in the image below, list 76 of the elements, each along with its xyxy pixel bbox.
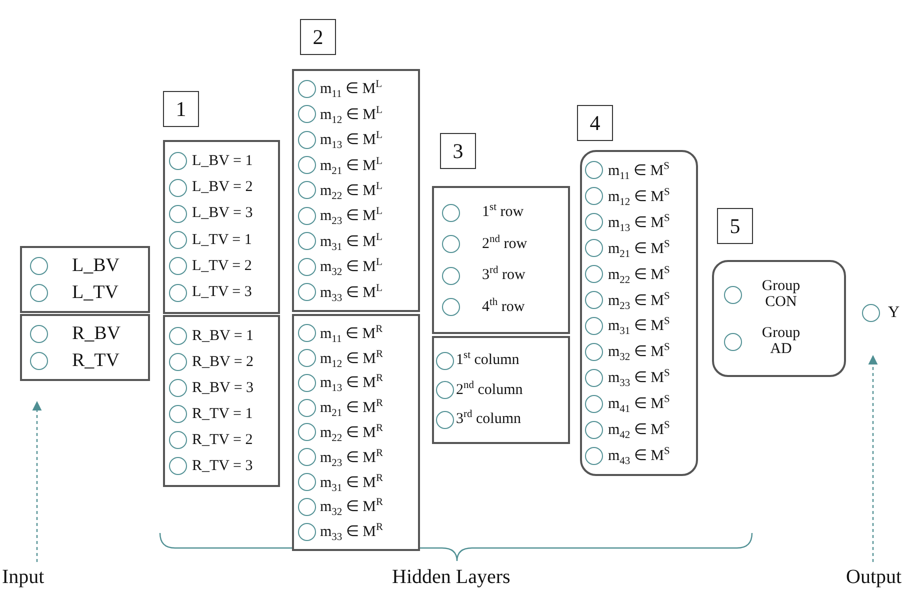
neuron-label: Y: [888, 304, 900, 322]
neuron-label: L_TV = 3: [192, 284, 252, 302]
neuron-label: R_TV = 2: [192, 432, 253, 448]
neuron-label: L_TV = 2: [192, 258, 252, 275]
neuron-label: m$_{21}$ ∈ M$^{S}$: [608, 238, 670, 258]
axis-label: Output: [846, 566, 902, 589]
neuron-label: m$_{13}$ ∈ M$^{S}$: [608, 212, 670, 232]
neuron-label: L_TV = 1: [192, 232, 252, 249]
layer-box: [712, 260, 846, 377]
neuron-label: m$_{33}$ ∈ M$^{S}$: [608, 368, 670, 388]
neuron-label: Group CON: [760, 279, 802, 311]
neuron-label: 3$^{rd}$ column: [456, 411, 521, 428]
neuron-label: m$_{31}$ ∈ M$^{R}$: [320, 472, 384, 492]
neuron-label: L_BV: [72, 255, 120, 277]
neuron-label: R_TV = 3: [192, 458, 253, 474]
layer-number: 5: [717, 208, 753, 244]
neuron-label: m$_{22}$ ∈ M$^{L}$: [320, 180, 382, 200]
neuron-label: R_BV = 1: [192, 328, 254, 344]
neuron-label: L_TV: [72, 282, 118, 304]
neuron-label: m$_{13}$ ∈ M$^{R}$: [320, 373, 384, 392]
layer-box: [292, 69, 420, 312]
layer-number: 4: [577, 105, 613, 141]
neuron-label: m$_{33}$ ∈ M$^{R}$: [320, 522, 384, 542]
neuron-label: m$_{12}$ ∈ M$^{S}$: [608, 186, 670, 206]
neuron-label: m$_{32}$ ∈ M$^{L}$: [320, 257, 382, 276]
neuron-label: 1$^{st}$ column: [456, 352, 520, 369]
layer-number: 3: [440, 133, 476, 169]
neuron-label: m$_{41}$ ∈ M$^{S}$: [608, 394, 670, 414]
neuron-label: m$_{32}$ ∈ M$^{R}$: [320, 497, 384, 516]
neuron-label: m$_{31}$ ∈ M$^{L}$: [320, 232, 382, 251]
layer-box: [20, 246, 150, 313]
layer-number: 1: [163, 91, 199, 127]
neuron-label: m$_{21}$ ∈ M$^{L}$: [320, 156, 382, 175]
neuron-label: m$_{42}$ ∈ M$^{S}$: [608, 420, 670, 440]
neuron-label: 4$^{th}$ row: [482, 298, 525, 316]
neuron-label: m$_{23}$ ∈ M$^{S}$: [608, 290, 670, 310]
neuron-label: R_BV = 2: [192, 354, 254, 370]
neuron-label: m$_{11}$ ∈ M$^{R}$: [320, 324, 383, 343]
neuron-label: 2$^{nd}$ row: [482, 236, 528, 253]
layer-number: 2: [300, 19, 336, 55]
neuron-label: Group AD: [760, 326, 802, 358]
neuron-label: m$_{11}$ ∈ M$^{S}$: [608, 160, 670, 180]
neuron-label: m$_{43}$ ∈ M$^{S}$: [608, 446, 670, 466]
neuron-label: L_BV = 1: [192, 152, 253, 170]
neuron-label: m$_{22}$ ∈ M$^{S}$: [608, 264, 670, 284]
layer-box: [432, 336, 570, 444]
layer-box: [432, 186, 570, 334]
neuron-label: R_TV: [72, 350, 120, 372]
hidden-layers-label: Hidden Layers: [392, 566, 510, 589]
layer-box: [292, 314, 420, 551]
neuron-label: 2$^{nd}$ column: [456, 382, 523, 398]
neuron-label: m$_{33}$ ∈ M$^{L}$: [320, 282, 382, 302]
dashed-arrow: [32, 401, 42, 562]
neuron-label: m$_{22}$ ∈ M$^{R}$: [320, 422, 384, 442]
neuron-label: L_BV = 2: [192, 179, 253, 196]
layer-box: [20, 314, 150, 381]
neuron-label: m$_{31}$ ∈ M$^{S}$: [608, 316, 670, 336]
neuron-label: 1$^{st}$ row: [482, 204, 524, 222]
neuron-label: m$_{12}$ ∈ M$^{L}$: [320, 104, 382, 124]
neuron-label: 3$^{rd}$ row: [482, 267, 526, 284]
neuron-label: m$_{23}$ ∈ M$^{R}$: [320, 448, 384, 467]
neuron-label: R_TV = 1: [192, 406, 253, 422]
neuron-label: m$_{21}$ ∈ M$^{R}$: [320, 398, 384, 418]
axis-label: Input: [2, 566, 44, 589]
neuron-label: m$_{12}$ ∈ M$^{R}$: [320, 348, 384, 368]
layer-box: [580, 150, 698, 476]
dashed-arrow: [868, 355, 878, 562]
neuron-label: L_BV = 3: [192, 205, 253, 222]
neuron-label: m$_{11}$ ∈ M$^{L}$: [320, 79, 382, 98]
neuron-label: R_BV = 3: [192, 380, 254, 396]
neuron-label: m$_{32}$ ∈ M$^{S}$: [608, 342, 670, 362]
layer-box: [163, 140, 280, 314]
neuron-label: m$_{13}$ ∈ M$^{L}$: [320, 130, 382, 150]
layer-box: [163, 315, 280, 487]
neuron-label: m$_{23}$ ∈ M$^{L}$: [320, 206, 382, 226]
neuron-label: R_BV: [72, 323, 121, 345]
